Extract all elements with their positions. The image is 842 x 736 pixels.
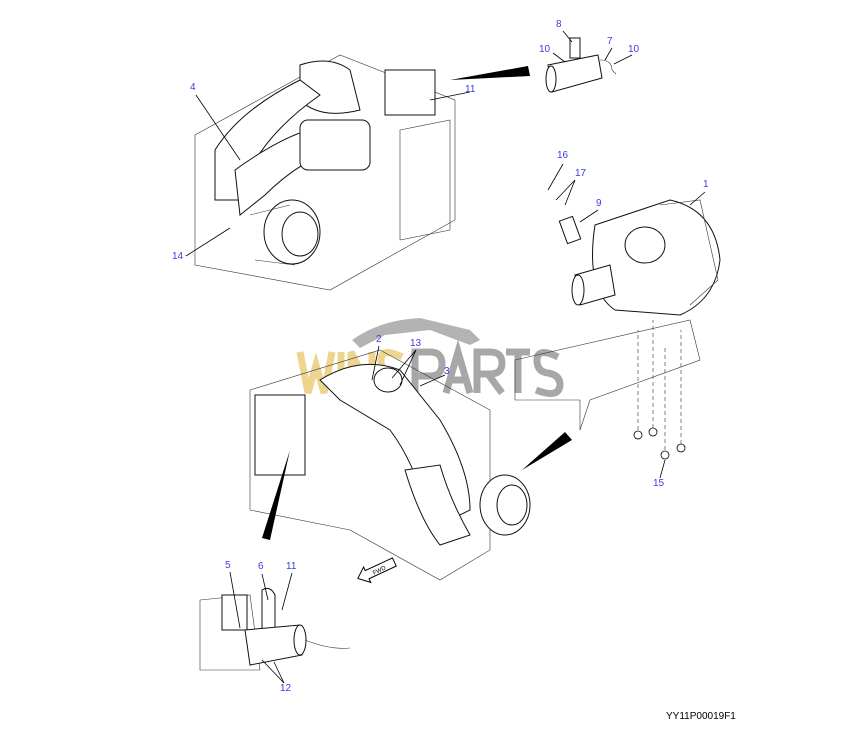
callout-10-right: 10 [628,44,640,55]
callout-14: 14 [172,251,184,262]
callout-9: 9 [596,198,602,209]
callout-3: 3 [444,366,450,377]
fwd-direction-arrow: FWD [357,557,397,584]
leader-lines [185,30,706,684]
upper-engine-assembly [194,54,456,291]
callout-16: 16 [557,150,569,161]
callout-7: 7 [607,36,613,47]
callout-13: 13 [410,338,422,349]
callout-11: 11 [465,84,476,95]
callout-10: 10 [539,44,551,55]
turbo-connection-detail [199,587,351,671]
callout-6: 6 [258,561,264,572]
callout-5: 5 [225,560,231,571]
callout-11-lower: 11 [286,561,297,572]
callout-15: 15 [653,478,665,489]
drawing-code: YY11P00019F1 [666,711,736,722]
callout-2: 2 [376,334,382,345]
callout-4: 4 [190,82,196,93]
sensor-detail [450,37,617,93]
fwd-label: FWD [372,565,388,576]
callout-1: 1 [703,179,709,190]
lower-engine-assembly [249,349,572,581]
air-cleaner-assembly [514,199,721,460]
callout-8: 8 [556,19,562,30]
callout-12: 12 [280,683,292,694]
callout-17: 17 [575,168,587,179]
